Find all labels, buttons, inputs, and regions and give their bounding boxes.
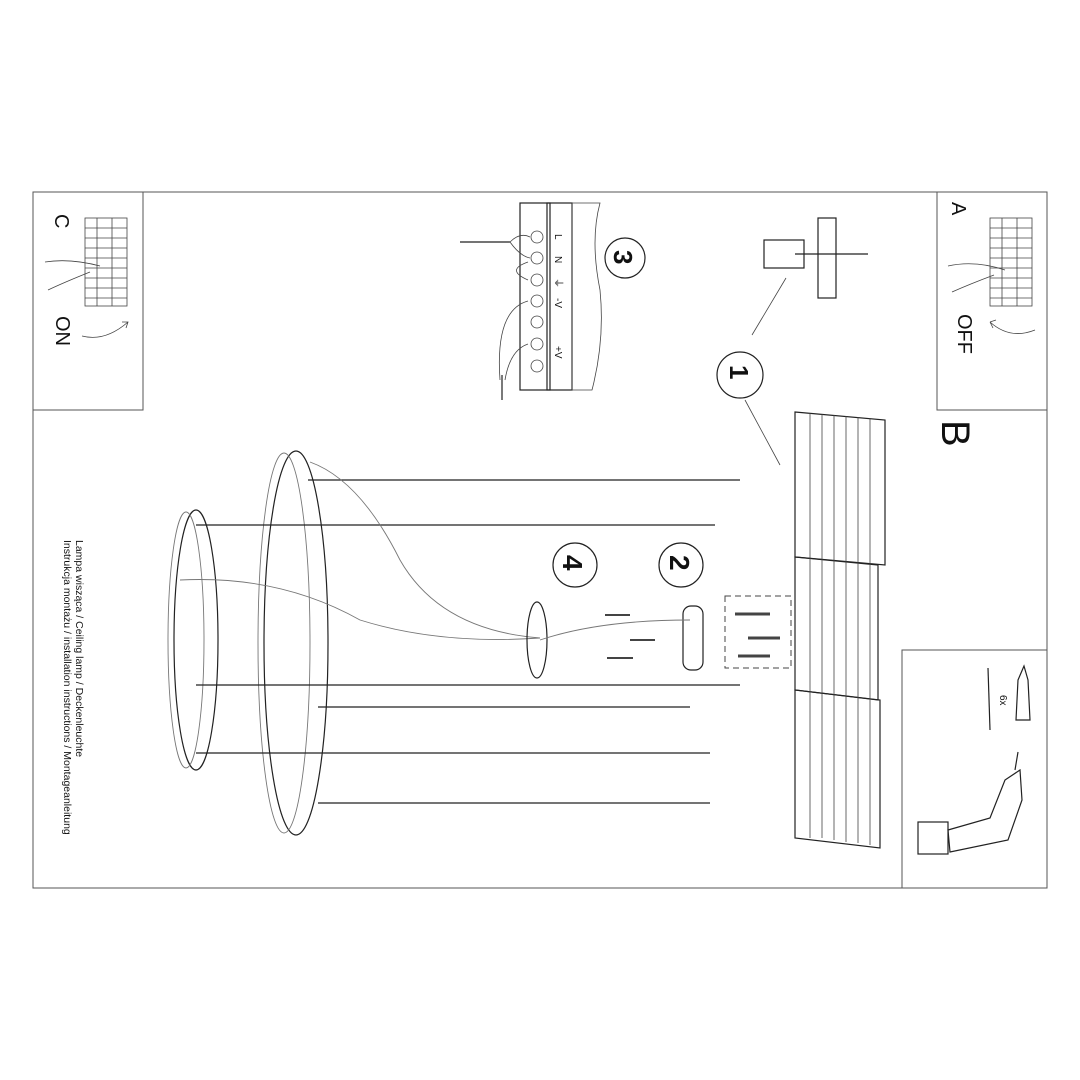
- screws: [605, 612, 780, 659]
- step-1-badge: [716, 351, 764, 399]
- svg-text:2: 2: [664, 555, 695, 571]
- svg-text:L: L: [552, 234, 563, 240]
- step-4-badge: [552, 542, 598, 588]
- svg-text:N: N: [552, 256, 563, 263]
- arrow-icon: [81, 321, 129, 338]
- breaker-box-icon: [84, 217, 128, 307]
- hand-icon: [947, 263, 1006, 293]
- pendant-rings: [167, 450, 329, 836]
- title-line-2: Lampa wisząca / Ceiling lamp / Deckenleu…: [73, 540, 85, 757]
- step-2-badge: [658, 542, 704, 588]
- svg-text:⏚: ⏚: [552, 278, 564, 288]
- switch-off-label: OFF: [953, 314, 975, 354]
- wall-plug-icon: [1015, 664, 1031, 721]
- canopy-base: [682, 605, 704, 671]
- panel-a-label: A: [947, 202, 969, 216]
- breaker-box-icon: [989, 217, 1033, 307]
- svg-text:-V: -V: [552, 298, 563, 308]
- tools-panel: 6x: [901, 649, 1048, 889]
- mounting-hardware-box: [724, 595, 792, 669]
- canopy-cover: [526, 601, 548, 679]
- panel-c-power-on: C ON: [32, 191, 144, 411]
- hand-icon: [44, 260, 101, 291]
- step-1-anchor-detail: [751, 217, 868, 336]
- step-3-terminal-block: L N ⏚ -V +V: [460, 202, 602, 400]
- svg-text:4: 4: [557, 555, 588, 571]
- panel-c-label: C: [50, 214, 72, 228]
- svg-text:1: 1: [724, 365, 754, 379]
- arrow-icon: [989, 319, 1036, 334]
- svg-text:3: 3: [608, 250, 638, 264]
- ceiling-boards: [794, 411, 886, 849]
- svg-text:+V: +V: [552, 346, 563, 359]
- panel-b-label: B: [933, 420, 977, 447]
- panel-a-power-off: A OFF: [936, 191, 1048, 411]
- switch-on-label: ON: [51, 316, 73, 346]
- screw-icon: [987, 667, 991, 731]
- title-line-1: Instrukcja montażu / installation instru…: [61, 540, 73, 835]
- drill-icon: [917, 751, 1023, 855]
- step-3-badge: [604, 237, 646, 279]
- outer-frame: [32, 191, 1048, 889]
- suspension-cables: [179, 461, 740, 804]
- quantity-label: 6x: [997, 695, 1008, 706]
